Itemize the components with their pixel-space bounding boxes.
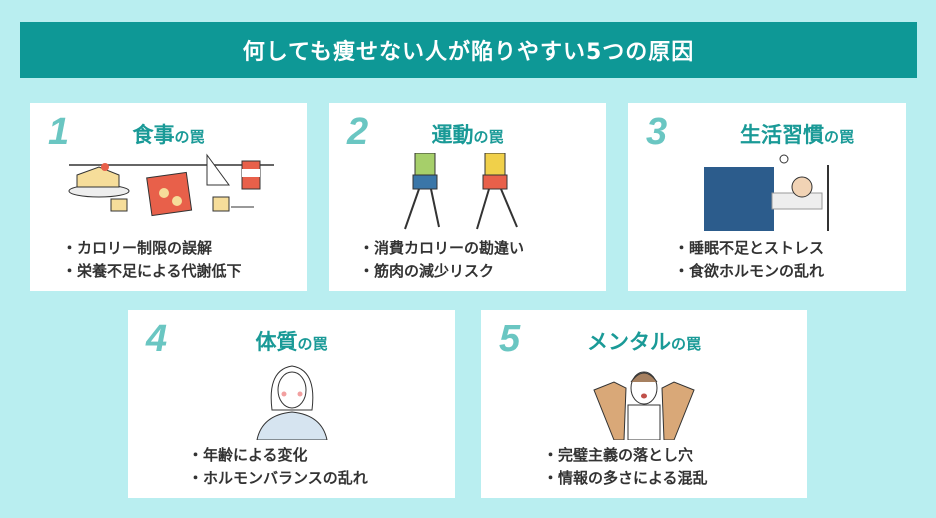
- card-title: 生活習慣の罠: [739, 123, 854, 147]
- card-title: 食事の罠: [132, 123, 205, 147]
- card-number: 2: [347, 111, 369, 153]
- card-point: ・完璧主義の落とし穴: [543, 446, 694, 464]
- card-point: ・筋肉の減少リスク: [359, 262, 495, 280]
- card-point: ・ホルモンバランスの乱れ: [188, 469, 368, 487]
- card-point: ・消費カロリーの勘違い: [359, 239, 525, 257]
- food-icon: [68, 153, 274, 217]
- card-mental: 5 メンタルの罠 ・完璧主義の落とし穴・情報の多さによる混乱: [481, 310, 807, 498]
- card-point: ・食欲ホルモンの乱れ: [674, 262, 825, 280]
- woman-icon: [255, 365, 328, 440]
- card-number: 4: [146, 318, 168, 360]
- running-icon: [403, 153, 518, 230]
- card-point: ・栄養不足による代謝低下: [62, 262, 242, 280]
- card-point: ・年齢による変化: [188, 446, 308, 464]
- card-number: 3: [646, 111, 668, 153]
- card-title: 体質の罠: [255, 330, 328, 354]
- card-title: 運動の罠: [431, 123, 504, 147]
- stressed-person-icon: [593, 371, 695, 440]
- card-number: 1: [48, 111, 70, 153]
- sleeping-icon: [702, 154, 829, 231]
- card-diet: 1 食事の罠 ・カロリー制限の誤解・栄養不足による代謝低下: [30, 103, 307, 291]
- card-number: 5: [499, 318, 521, 360]
- card-point: ・情報の多さによる混乱: [543, 469, 708, 487]
- card-exercise: 2 運動の罠 ・消費カロリーの勘違い・筋肉の減少リスク: [329, 103, 606, 291]
- card-constitution: 4 体質の罠 ・年齢による変化・ホルモンバランスの乱れ: [128, 310, 455, 498]
- card-lifestyle: 3 生活習慣の罠 ・睡眠不足とストレス・食欲ホルモンの乱れ: [628, 103, 906, 291]
- card-point: ・カロリー制限の誤解: [62, 239, 213, 257]
- card-point: ・睡眠不足とストレス: [674, 239, 825, 257]
- page-title: 何しても痩せない人が陥りやすい5つの原因: [20, 22, 917, 78]
- card-title: メンタルの罠: [586, 330, 701, 354]
